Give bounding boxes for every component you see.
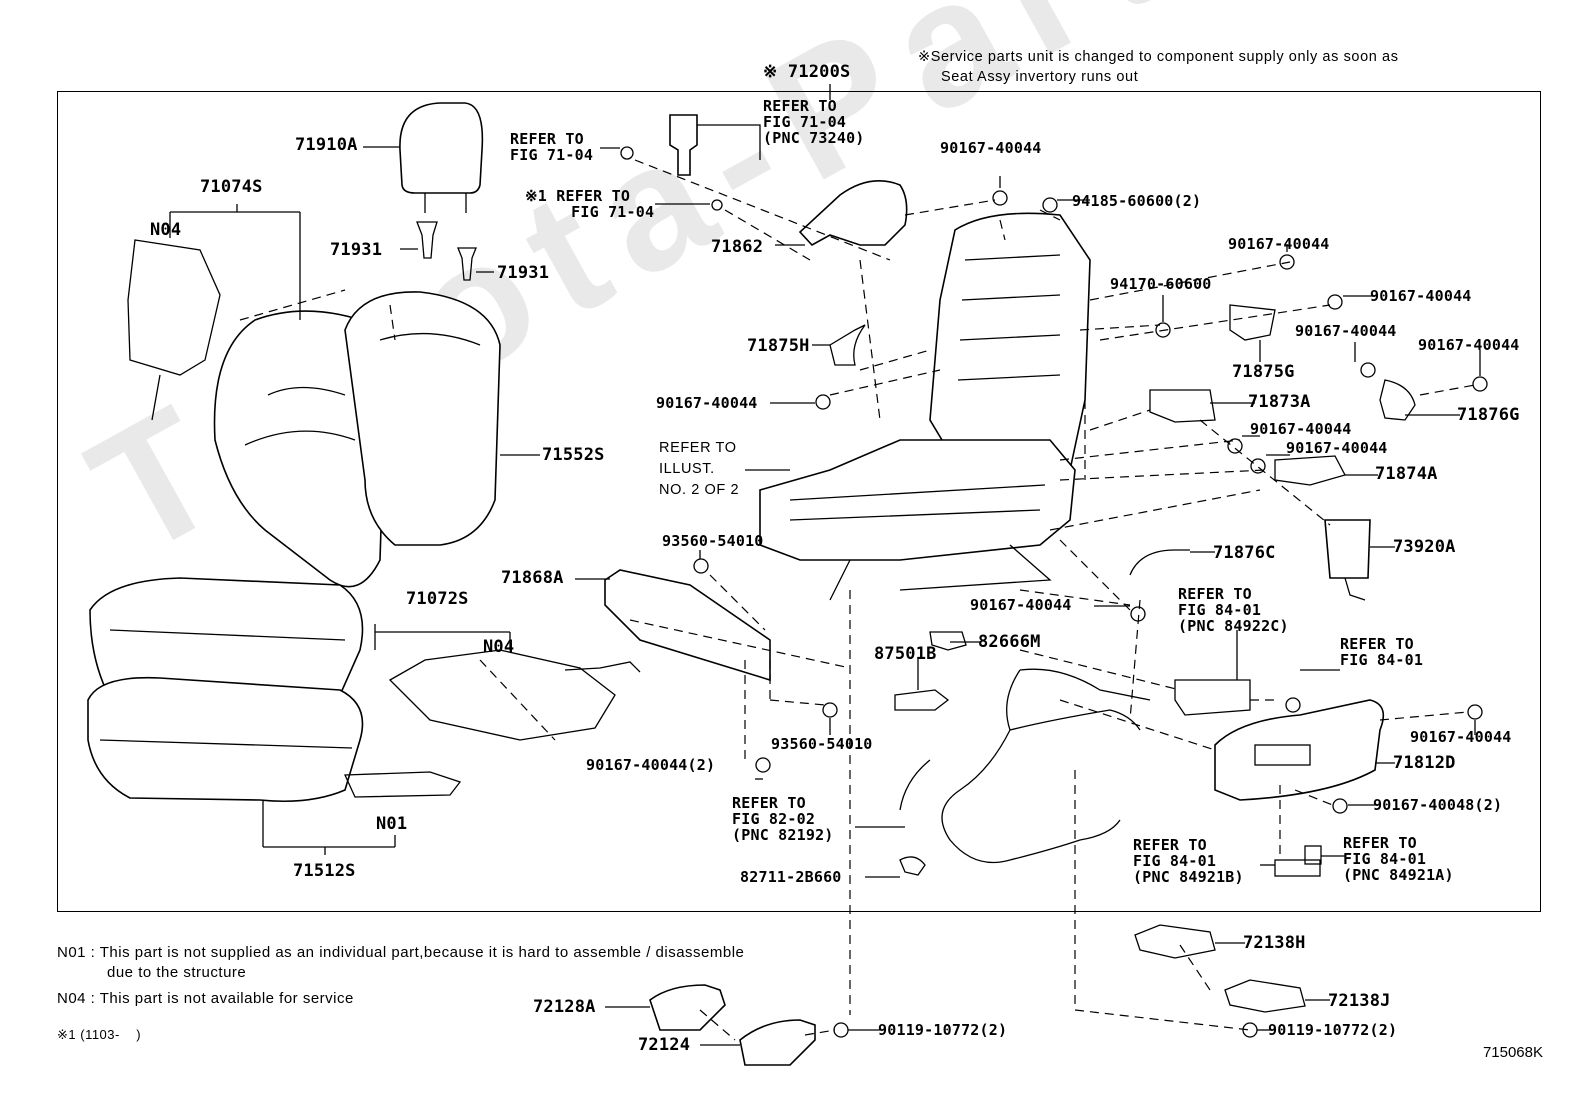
ref-pnc-73240: REFER TO FIG 71-04 (PNC 73240) [763, 97, 865, 147]
ref-illust-2-of-2: REFER TO ILLUST. NO. 2 OF 2 [659, 440, 740, 498]
part-71868a: 71868A [501, 568, 564, 588]
part-71931-a: 71931 [330, 240, 383, 260]
part-82711: 82711-2B660 [740, 868, 842, 886]
part-90167-e: 90167-40044 [1295, 322, 1397, 340]
footnote-n01-line2: due to the structure [107, 964, 247, 981]
part-90119-b: 90119-10772(2) [1268, 1021, 1398, 1039]
part-71875h: 71875H [747, 336, 810, 356]
service-note-line1: ※Service parts unit is changed to compon… [918, 49, 1399, 65]
part-72124: 72124 [638, 1035, 691, 1055]
part-90167-a: 90167-40044 [940, 139, 1042, 157]
part-71931-b: 71931 [497, 263, 550, 283]
part-71875g: 71875G [1232, 362, 1295, 382]
part-90167-b: 90167-40044 [656, 394, 758, 412]
diagram-frame [57, 91, 1541, 912]
part-71552s: 71552S [542, 445, 605, 465]
footnote-n04: N04 : This part is not available for ser… [57, 990, 354, 1007]
part-71873a: 71873A [1248, 392, 1311, 412]
note-n04-top: N04 [150, 220, 182, 240]
note-n01: N01 [376, 814, 408, 834]
leader-lines [169, 84, 1481, 1046]
part-94185: 94185-60600(2) [1072, 192, 1202, 210]
part-71512s: 71512S [293, 861, 356, 881]
part-90167-g: 90167-40044 [1250, 420, 1352, 438]
footnote-mark1: ※1 (1103- ) [57, 1027, 142, 1042]
part-93560-b: 93560-54010 [771, 735, 873, 753]
part-94170: 94170-60600 [1110, 275, 1212, 293]
ref-pnc-84921a: REFER TO FIG 84-01 (PNC 84921A) [1343, 834, 1454, 884]
ref-fig-71-04-a: REFER TO FIG 71-04 [510, 130, 594, 164]
part-73920a: 73920A [1393, 537, 1456, 557]
part-90167-j: 90167-40044 [1410, 728, 1512, 746]
assembly-lines [239, 159, 1476, 1041]
part-90119-a: 90119-10772(2) [878, 1021, 1008, 1039]
part-90167-2: 90167-40044(2) [586, 756, 716, 774]
part-93560-a: 93560-54010 [662, 532, 764, 550]
ref-fig-71-04-b: ※1 REFER TO FIG 71-04 [525, 187, 655, 221]
headrest-drawing [399, 102, 484, 213]
ref-pnc-84921b: REFER TO FIG 84-01 (PNC 84921B) [1133, 836, 1244, 886]
ref-fig-84-01-a: REFER TO FIG 84-01 [1340, 635, 1424, 669]
part-71910a: 71910A [295, 135, 358, 155]
ref-pnc-82192: REFER TO FIG 82-02 (PNC 82192) [732, 794, 834, 844]
footnote-n01-line1: N01 : This part is not supplied as an in… [57, 944, 745, 961]
diagram-code: 715068K [1482, 1044, 1543, 1061]
part-72128a: 72128A [533, 997, 596, 1017]
ref-pnc-84922c: REFER TO FIG 84-01 (PNC 84922C) [1178, 585, 1289, 635]
part-90167-c: 90167-40044 [1228, 235, 1330, 253]
part-71876c: 71876C [1213, 543, 1276, 563]
part-90167-h: 90167-40044 [1286, 439, 1388, 457]
part-82666m: 82666M [978, 632, 1041, 652]
part-87501b: 87501B [874, 644, 937, 664]
bolts [693, 190, 1488, 1038]
part-71876g: 71876G [1457, 405, 1520, 425]
part-71074s: 71074S [200, 177, 263, 197]
part-71862: 71862 [711, 237, 764, 257]
part-71874a: 71874A [1375, 464, 1438, 484]
part-72138h: 72138H [1243, 933, 1306, 953]
part-71812d: 71812D [1393, 753, 1456, 773]
part-90167-d: 90167-40044 [1370, 287, 1472, 305]
service-note-line2: Seat Assy invertory runs out [941, 69, 1139, 85]
part-72138j: 72138J [1328, 991, 1391, 1011]
seat-frame-drawing [759, 212, 1091, 601]
part-90167-i: 90167-40044 [970, 596, 1072, 614]
note-n04-mid: N04 [483, 637, 515, 657]
part-90167-f: 90167-40044 [1418, 336, 1520, 354]
part-71200s: ※ 71200S [763, 62, 851, 82]
part-90167-48: 90167-40048(2) [1373, 796, 1503, 814]
part-71072s: 71072S [406, 589, 469, 609]
